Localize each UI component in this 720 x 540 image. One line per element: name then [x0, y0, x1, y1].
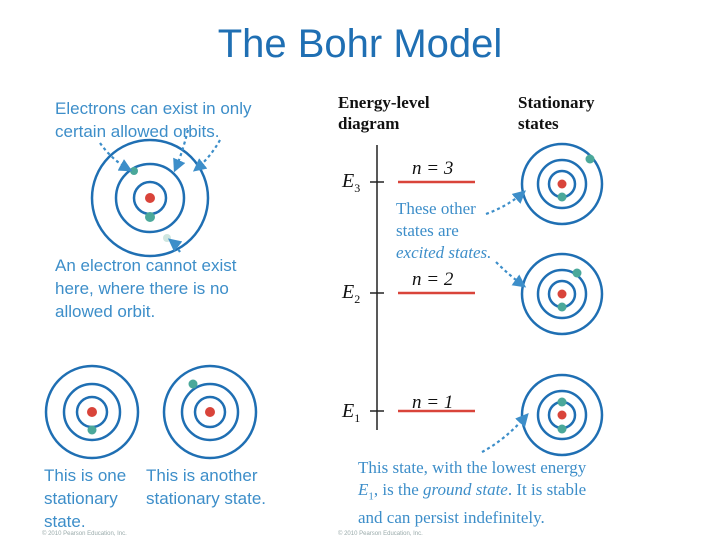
ground-state-caption: This state, with the lowest energy E1, i…	[358, 457, 688, 529]
stationary-atom-1	[46, 366, 138, 458]
excited-line2: states are	[396, 220, 491, 242]
energy-heading-line1: Energy-level	[338, 92, 430, 113]
arrow-allowed-1	[100, 143, 130, 170]
ground-energy-symbol: E	[358, 480, 368, 499]
excited-line1: These other	[396, 198, 491, 220]
ground-line3: and can persist indefinitely.	[358, 507, 688, 529]
stationary-states-heading: Stationary states	[518, 92, 595, 134]
energy-label-e1: E1	[342, 400, 360, 426]
stationary-atom-2	[164, 366, 256, 458]
copyright-right: © 2010 Pearson Education, Inc.	[338, 531, 423, 537]
state-atom-n2	[522, 254, 602, 334]
nucleus	[145, 193, 155, 203]
stationary-state-2-caption: This is another stationary state.	[146, 464, 271, 510]
excited-line3: excited states.	[396, 242, 491, 264]
energy-diagram-heading: Energy-level diagram	[338, 92, 430, 134]
level-label-n2: n = 2	[412, 269, 453, 291]
copyright-left: © 2010 Pearson Education, Inc.	[42, 531, 127, 537]
forbidden-orbit-caption: An electron cannot exist here, where the…	[55, 254, 265, 323]
excited-states-caption: These other states are excited states.	[396, 198, 491, 264]
energy-symbol: E	[342, 400, 354, 422]
energy-symbol: E	[342, 170, 354, 192]
state-atom-n1	[522, 375, 602, 455]
energy-label-e2: E2	[342, 281, 360, 307]
arrow-excited-2	[496, 262, 524, 286]
energy-symbol: E	[342, 281, 354, 303]
forbidden-electron	[163, 234, 171, 242]
stationary-heading-line1: Stationary	[518, 92, 595, 113]
main-atom	[92, 140, 208, 256]
allowed-orbits-caption: Electrons can exist in only certain allo…	[55, 97, 295, 143]
stationary-heading-line2: states	[518, 113, 595, 134]
level-label-n1: n = 1	[412, 392, 453, 414]
arrow-ground	[482, 415, 527, 452]
ground-line2-mid: , is the	[374, 480, 423, 499]
ground-state-term: ground state	[423, 480, 508, 499]
level-label-n3: n = 3	[412, 158, 453, 180]
ground-line1: This state, with the lowest energy	[358, 457, 688, 479]
stationary-state-1-caption: This is one stationary state.	[44, 464, 144, 533]
ground-line2-end: . It is stable	[508, 480, 586, 499]
energy-label-e3: E3	[342, 170, 360, 196]
energy-subscript: 1	[354, 411, 360, 425]
electron	[130, 167, 138, 175]
arrow-excited-3	[486, 192, 524, 214]
energy-subscript: 3	[354, 181, 360, 195]
electron	[145, 212, 155, 222]
state-atom-n3	[522, 144, 602, 224]
energy-subscript: 2	[354, 292, 360, 306]
energy-heading-line2: diagram	[338, 113, 430, 134]
ground-line2: E1, is the ground state. It is stable	[358, 479, 688, 507]
